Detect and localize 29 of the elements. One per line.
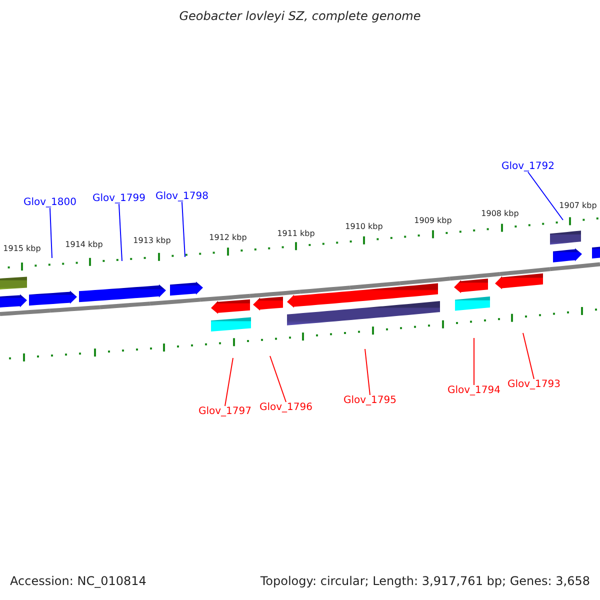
accession-text: Accession: NC_010814: [10, 575, 146, 588]
genome-summary-text: Topology: circular; Length: 3,917,761 bp; Genes: 3,658: [260, 575, 590, 588]
tick-label: 1907 kbp: [559, 202, 597, 211]
tick-label: 1909 kbp: [414, 217, 452, 226]
title: Geobacter lovleyi SZ, complete genome: [178, 10, 422, 24]
leader-line: [182, 202, 186, 258]
tick-label: 1908 kbp: [481, 210, 519, 219]
tick-label: 1910 kbp: [345, 223, 383, 232]
gene-label: Glov_1799: [92, 193, 146, 204]
gene-label: Glov_1798: [155, 191, 208, 202]
leader-line: [364, 348, 370, 396]
gene-label: Glov_1794: [447, 385, 500, 396]
gene-label: Glov_1797: [198, 406, 252, 417]
leader-line: [270, 356, 286, 402]
leader-line: [118, 204, 122, 262]
tick-label: 1915 kbp: [3, 245, 41, 254]
tick-label: 1911 kbp: [277, 230, 315, 239]
leader-line: [50, 208, 52, 258]
leader-line: [522, 332, 534, 380]
gene-label: Glov_1792: [501, 161, 554, 172]
gene-label: Glov_1793: [507, 379, 560, 390]
gene-label: Glov_1796: [259, 402, 312, 413]
leader-line: [528, 172, 564, 220]
tick-label: 1914 kbp: [65, 241, 103, 250]
tick-label: 1913 kbp: [133, 237, 171, 246]
leader-line: [224, 358, 234, 406]
tick-label: 1912 kbp: [209, 234, 247, 243]
gene-label: Glov_1800: [23, 197, 76, 208]
gene-label: Glov_1795: [343, 395, 396, 406]
